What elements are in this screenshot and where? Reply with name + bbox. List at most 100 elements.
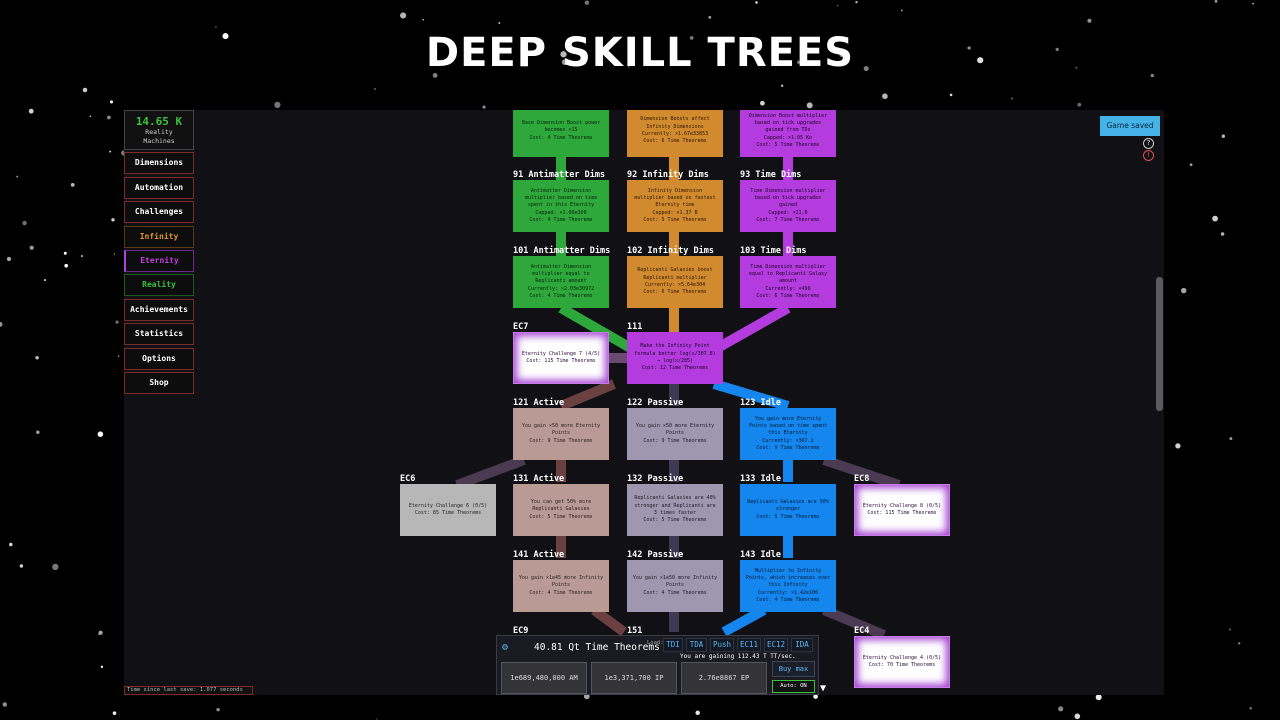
eternity-challenge-8[interactable]: Eternity Challenge 8 (0/5)Cost: 115 Time… bbox=[854, 484, 950, 536]
node-text-line: Eternity time bbox=[655, 202, 695, 209]
ec7-label: EC7 bbox=[513, 322, 529, 332]
star bbox=[1075, 66, 1078, 69]
sidebar-item-automation[interactable]: Automation bbox=[124, 176, 194, 199]
star bbox=[760, 100, 765, 106]
sidebar-item-challenges[interactable]: Challenges bbox=[124, 201, 194, 224]
star bbox=[1229, 437, 1233, 441]
star bbox=[109, 100, 114, 104]
node-text-line: spent in this Eternity bbox=[527, 202, 595, 209]
sidebar-item-dimensions[interactable]: Dimensions bbox=[124, 152, 194, 175]
preset-tda-button[interactable]: TDA bbox=[686, 638, 707, 652]
star bbox=[482, 105, 486, 109]
star bbox=[1214, 0, 1218, 3]
star bbox=[900, 9, 903, 12]
star bbox=[882, 93, 888, 100]
buy-max-button[interactable]: Buy max bbox=[772, 661, 815, 677]
eternity-challenge-4[interactable]: Eternity Challenge 4 (0/5)Cost: 70 Time … bbox=[854, 636, 950, 688]
star bbox=[422, 19, 424, 21]
star bbox=[82, 87, 88, 93]
star bbox=[22, 220, 27, 226]
star bbox=[575, 64, 578, 66]
star bbox=[374, 88, 376, 90]
star bbox=[1077, 102, 1082, 107]
preset-tdi-button[interactable]: TDI bbox=[663, 638, 683, 652]
node-text-line: You can get 50% more bbox=[530, 499, 592, 506]
star bbox=[806, 102, 813, 109]
sidebar-item-eternity[interactable]: Eternity bbox=[124, 249, 194, 272]
eternity-challenge-7[interactable]: Eternity Challenge 7 (4/5)Cost: 115 Time… bbox=[513, 332, 609, 384]
star bbox=[376, 718, 378, 720]
node-text-line: Dimension Boost multiplier bbox=[748, 112, 828, 119]
node-text-line: Make the Infinity Point bbox=[640, 343, 710, 350]
star bbox=[215, 26, 217, 28]
node-text-line: gained bbox=[778, 202, 798, 209]
sidebar-item-infinity[interactable]: Infinity bbox=[124, 225, 194, 248]
help-icon[interactable]: ? bbox=[1143, 138, 1154, 149]
sidebar-item-options[interactable]: Options bbox=[124, 347, 194, 370]
node-text-line: → log(x/285) bbox=[656, 358, 694, 364]
game-saved-notification: Game saved bbox=[1100, 116, 1160, 136]
node-text-line: stronger and Replicanti are bbox=[634, 502, 716, 509]
node-text-line: multiplier based on fastest bbox=[634, 195, 716, 202]
info-icon[interactable]: ! bbox=[1143, 150, 1154, 161]
buy-tt-with-ep-button[interactable]: 2.76e8867 EP bbox=[681, 662, 767, 694]
node-text-line: Cost: 4 Time Theorems bbox=[529, 216, 593, 223]
star bbox=[1212, 215, 1218, 222]
sidebar-item-shop[interactable]: Shop bbox=[124, 371, 194, 394]
time-theorem-amount: 40.81 Qt Time Theorems bbox=[534, 642, 660, 653]
buy-tt-with-antimatter-button[interactable]: 1e689,480,000 AM bbox=[501, 662, 587, 694]
gear-icon[interactable]: ⚙ bbox=[502, 642, 509, 653]
study-101-label: 101 Antimatter Dims bbox=[513, 246, 611, 256]
auto-buy-toggle[interactable]: Auto: ON bbox=[772, 680, 815, 693]
ec9-label: EC9 bbox=[513, 626, 529, 636]
sidebar-item-reality[interactable]: Reality bbox=[124, 274, 194, 297]
sidebar-item-statistics[interactable]: Statistics bbox=[124, 323, 194, 346]
preset-ec11-button[interactable]: EC11 bbox=[737, 638, 761, 652]
save-timer: Time since last save: 1.077 seconds bbox=[124, 686, 253, 695]
study-111-label: 111 bbox=[627, 322, 643, 332]
collapse-triangle-icon[interactable]: ▼ bbox=[820, 683, 827, 694]
study-131-label: 131 Active bbox=[513, 474, 565, 484]
node-text-line: Base Dimension Boost power bbox=[521, 120, 601, 127]
study-93-label: 93 Time Dims bbox=[740, 170, 802, 180]
study-132[interactable]: Replicanti Galaxies are 40%stronger and … bbox=[627, 484, 723, 536]
sidebar-item-achievements[interactable]: Achievements bbox=[124, 298, 194, 321]
node-text-line: Cost: 5 Time Theorems bbox=[643, 517, 707, 524]
node-text-line: Dimension Boosts affect bbox=[640, 116, 710, 123]
node-text-line: gained from TDs bbox=[765, 127, 811, 134]
node-text-line: Capped: ×1.37 B bbox=[652, 209, 698, 216]
buy-tt-with-ip-button[interactable]: 1e3,371,700 IP bbox=[591, 662, 677, 694]
node-text-line: Cost: 9 Time Theorems bbox=[643, 437, 707, 444]
node-text-line: Replicanti multiplier bbox=[643, 274, 707, 281]
node-text-line: Time Dimension multiplier bbox=[750, 187, 826, 194]
node-text-line: Points bbox=[551, 582, 571, 589]
tree-scrollbar[interactable] bbox=[1156, 277, 1163, 411]
star bbox=[100, 665, 104, 669]
preset-ida-button[interactable]: IDA bbox=[791, 638, 813, 652]
star bbox=[839, 53, 844, 57]
eternity-challenge-6[interactable]: Eternity Challenge 6 (0/5)Cost: 85 Time … bbox=[400, 484, 496, 536]
preset-ec12-button[interactable]: EC12 bbox=[764, 638, 788, 652]
preset-push-button[interactable]: Push bbox=[710, 638, 734, 652]
node-text-line: Points, which increases over bbox=[745, 575, 831, 582]
study-141-label: 141 Active bbox=[513, 550, 565, 560]
